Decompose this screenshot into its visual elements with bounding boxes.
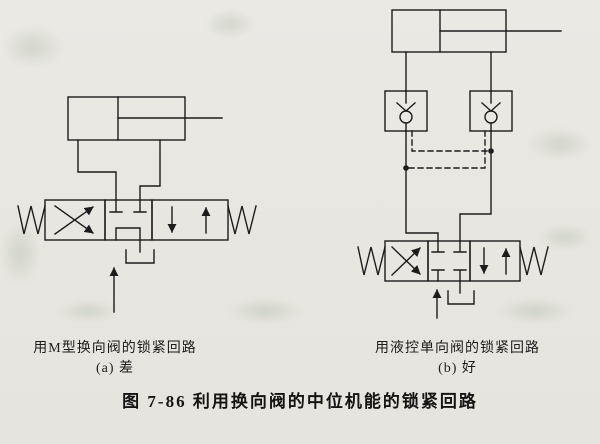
circuit-a-rating: (a) 差	[95, 361, 135, 376]
valve-seat-icon	[396, 102, 416, 112]
circuit-a-label: 用M型换向阀的锁紧回路	[33, 341, 197, 356]
circuit-a	[17, 96, 257, 313]
spring-icon	[227, 205, 257, 235]
main-line-b-left	[405, 130, 439, 242]
pilot-check-valve-right	[469, 90, 513, 132]
valve-b-right-position	[469, 240, 521, 282]
m-type-center-icon	[109, 199, 147, 241]
circuit-b-rating: (b) 好	[438, 361, 477, 376]
check-ball-icon	[399, 110, 413, 124]
crossed-arrows-icon	[391, 246, 421, 276]
valve-seat-icon	[481, 102, 501, 112]
tank-symbol-b	[447, 290, 475, 305]
hydraulic-circuit-figure	[17, 9, 562, 319]
work-line-a-left	[77, 139, 117, 201]
main-line-b-right	[459, 130, 492, 242]
tank-symbol-a	[125, 249, 155, 264]
figure-caption: 图 7-86 利用换向阀的中位机能的锁紧回路	[122, 392, 478, 411]
valve-b-center-position	[427, 240, 471, 282]
parallel-arrows-icon	[479, 247, 511, 275]
closed-center-icon	[431, 240, 467, 282]
hydraulic-cylinder-a	[67, 96, 223, 141]
circuit-b-label: 用液控单向阀的锁紧回路	[375, 341, 540, 356]
dashed-pilot-lines	[405, 130, 492, 169]
check-ball-icon	[484, 110, 498, 124]
crossed-arrows-icon	[54, 205, 94, 235]
circuit-b	[357, 9, 562, 319]
junction-dot	[488, 148, 494, 154]
directional-valve-b	[357, 240, 549, 282]
parallel-arrows-icon	[167, 206, 211, 234]
spring-icon	[17, 205, 46, 235]
pilot-check-valve-left	[384, 90, 428, 132]
valve-a-center-position	[104, 199, 153, 241]
spring-icon	[357, 246, 386, 276]
directional-valve-a	[17, 199, 257, 241]
hydraulic-cylinder-b	[391, 9, 562, 53]
spring-icon	[519, 246, 549, 276]
valve-a-right-position	[151, 199, 229, 241]
work-line-a-right	[139, 139, 161, 201]
junction-dot	[403, 165, 409, 171]
